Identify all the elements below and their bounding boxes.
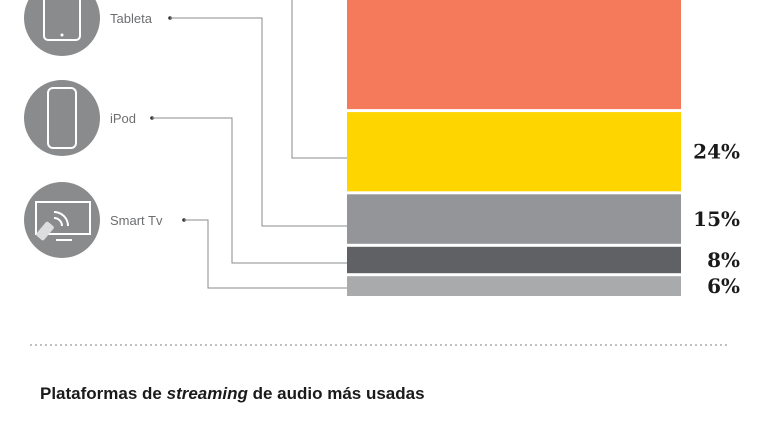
phone-circle <box>24 80 100 156</box>
smart-tv-icon <box>35 201 91 235</box>
bar-segment <box>347 0 681 110</box>
bar-segment <box>347 112 681 192</box>
wifi-waves-icon <box>53 211 69 227</box>
section-title: Plataformas de streaming de audio más us… <box>40 384 425 404</box>
leader-line <box>184 219 347 289</box>
device-label: Tableta <box>110 11 153 26</box>
device-label: Smart Tv <box>110 213 163 228</box>
device-label: iPod <box>110 111 136 126</box>
leader-line <box>152 117 347 264</box>
title-text: Plataformas de <box>40 384 167 403</box>
data-label: 8% <box>707 248 740 272</box>
bar-segment <box>347 194 681 244</box>
tablet-icon <box>43 0 81 41</box>
data-label: 6% <box>707 274 740 298</box>
title-emphasis: streaming <box>166 384 248 403</box>
leader-line <box>170 17 347 227</box>
leader-line <box>291 0 347 159</box>
data-label: 24% <box>693 140 740 164</box>
phone-icon <box>47 87 77 149</box>
remote-icon <box>36 221 54 241</box>
title-text-end: de audio más usadas <box>247 384 425 403</box>
data-label: 15% <box>693 207 740 231</box>
home-button-icon <box>60 33 64 37</box>
tablet-circle <box>24 0 100 56</box>
bar-segment <box>347 246 681 274</box>
bar-segment <box>347 276 681 296</box>
